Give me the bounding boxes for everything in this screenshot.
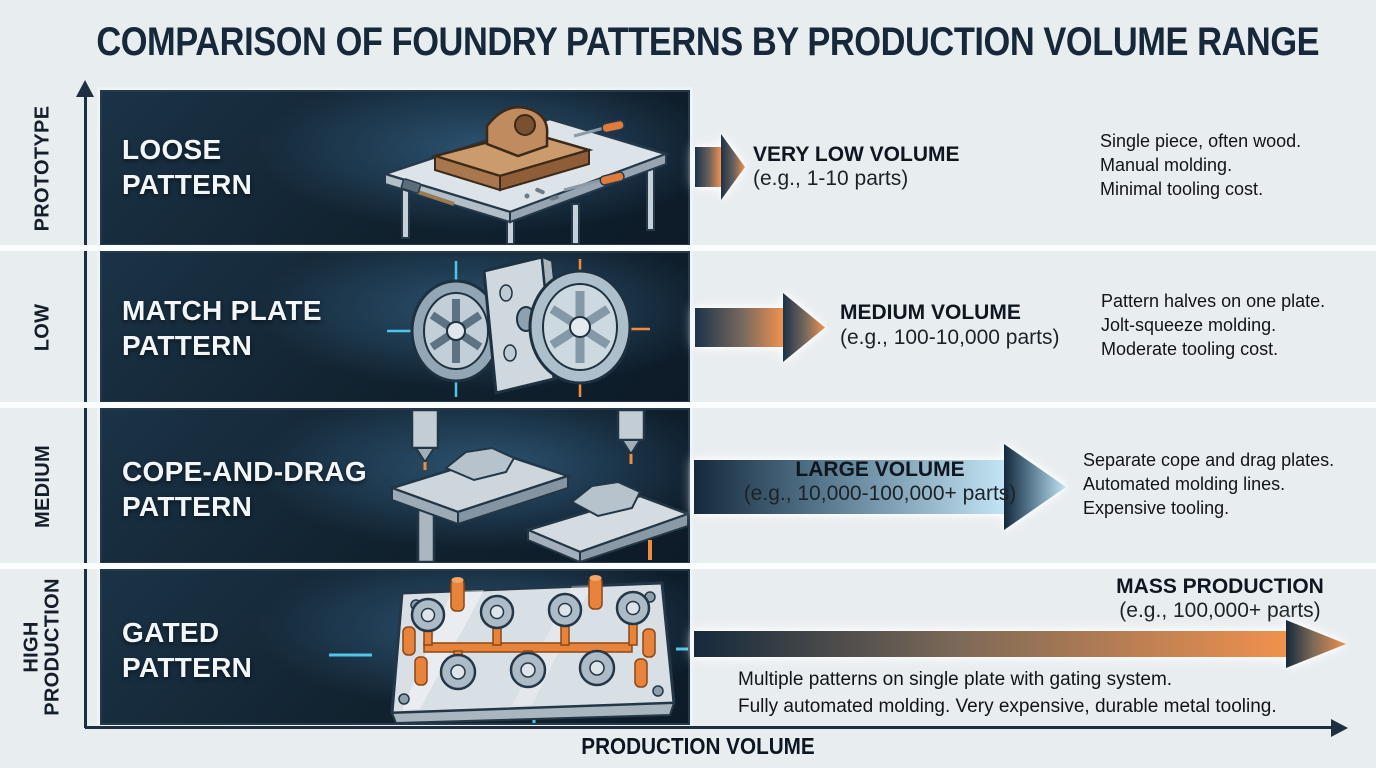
row-separator — [0, 402, 1376, 408]
volume-range-mass: (e.g., 100,000+ parts) — [1119, 599, 1321, 622]
pattern-name-match-plate: MATCH PLATE PATTERN — [122, 295, 322, 361]
volume-range-very-low: (e.g., 1-10 parts) — [753, 167, 909, 190]
volume-label-very-low: VERY LOW VOLUME — [753, 143, 960, 166]
volume-label-large: LARGE VOLUME — [795, 458, 965, 481]
volume-range-large: (e.g., 10,000-100,000+ parts) — [743, 482, 1017, 505]
notes-loose-pattern: Single piece, often wood. Manual molding… — [1100, 131, 1302, 199]
panel-match-plate-pattern: MATCH PLATE PATTERN — [100, 251, 690, 403]
notes-match-plate: Pattern halves on one plate. Jolt-squeez… — [1101, 291, 1326, 359]
pattern-name-cope-and-drag: COPE-AND-DRAG PATTERN — [122, 456, 368, 522]
pattern-name-loose: LOOSE PATTERN — [122, 134, 253, 200]
gated-pattern-illustration — [329, 575, 688, 723]
cope-and-drag-pattern-illustration — [388, 410, 688, 562]
x-axis-line — [85, 726, 1333, 729]
volume-range-medium: (e.g., 100-10,000 parts) — [840, 326, 1060, 349]
x-axis-label: PRODUCTION VOLUME — [581, 733, 815, 759]
panel-loose-pattern: LOOSE PATTERN — [100, 90, 690, 246]
y-axis-label-prototype: PROTOTYPE — [31, 105, 54, 231]
very-low-volume-arrow-icon — [695, 134, 745, 200]
y-axis-line — [84, 96, 87, 728]
volume-label-medium: MEDIUM VOLUME — [840, 301, 1021, 324]
y-axis-up-arrow-icon — [76, 80, 94, 97]
y-axis-label-medium: MEDIUM — [31, 444, 54, 528]
match-plate-pattern-illustration — [387, 255, 650, 397]
pattern-name-gated: GATED PATTERN — [122, 617, 253, 683]
medium-volume-arrow-icon — [695, 293, 825, 362]
loose-pattern-illustration — [380, 106, 670, 244]
mass-production-text-block: MASS PRODUCTION (e.g., 100,000+ parts) — [1070, 575, 1370, 623]
volume-label-mass: MASS PRODUCTION — [1116, 575, 1324, 598]
pattern-bosses — [410, 590, 651, 691]
notes-cope-and-drag: Separate cope and drag plates. Automated… — [1083, 450, 1335, 518]
panel-gated-pattern: GATED PATTERN — [100, 569, 690, 725]
y-axis-label-high-production: HIGH PRODUCTION — [21, 578, 64, 716]
page-title: COMPARISON OF FOUNDRY PATTERNS BY PRODUC… — [96, 20, 1320, 64]
y-axis-label-low: LOW — [31, 303, 54, 351]
large-volume-arrow-icon — [694, 444, 1066, 530]
row-separator — [0, 563, 1376, 569]
large-volume-text-block: LARGE VOLUME (e.g., 10,000-100,000+ part… — [695, 458, 1065, 506]
row-separator — [0, 245, 1376, 251]
notes-gated-pattern: Multiple patterns on single plate with g… — [738, 669, 1277, 717]
riser-cylinders — [402, 576, 656, 688]
panel-cope-and-drag-pattern: COPE-AND-DRAG PATTERN — [100, 408, 690, 564]
x-axis-right-arrow-icon — [1331, 719, 1348, 737]
mass-production-arrow-icon — [694, 620, 1346, 668]
